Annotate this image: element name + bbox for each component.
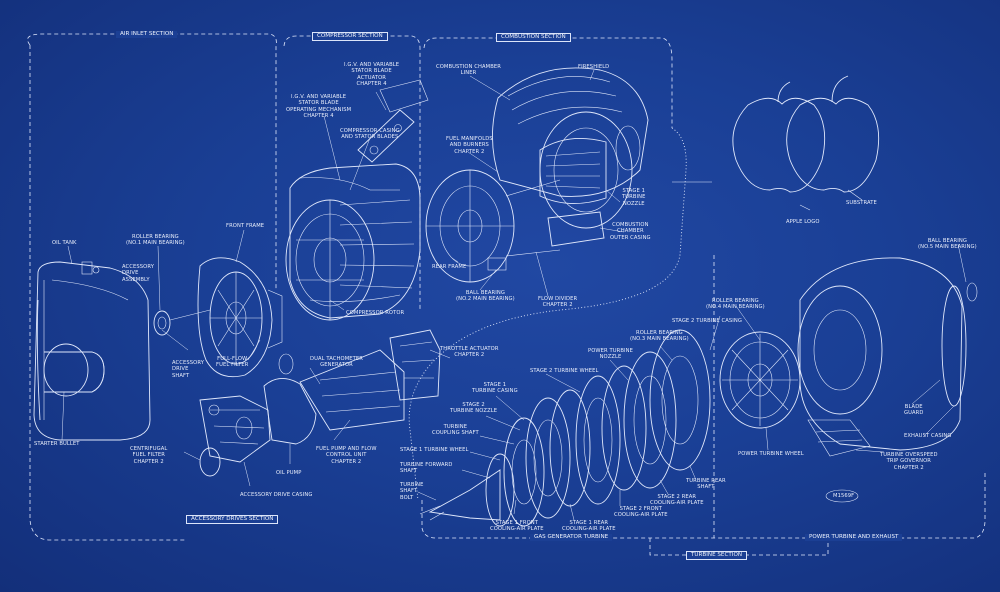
label-oil-tank: OIL TANK (52, 240, 77, 246)
compressor-drawing (285, 79, 429, 321)
section-accessory-drives: ACCESSORY DRIVES SECTION (186, 515, 279, 524)
label-oil-pump: OIL PUMP (276, 470, 302, 476)
label-stage1-nozzle: STAGE 1 TURBINE NOZZLE (622, 188, 646, 207)
section-air-inlet: AIR INLET SECTION (116, 31, 178, 38)
power-turbine-drawing (719, 257, 978, 457)
label-fuel-pump: FUEL PUMP AND FLOW CONTROL UNIT CHAPTER … (316, 446, 377, 465)
label-igv-mechanism: I.G.V. AND VARIABLE STATOR BLADE OPERATI… (286, 94, 352, 120)
label-turbine-forward-shaft: TURBINE FORWARD SHAFT (400, 462, 453, 475)
label-exhaust-casing: EXHAUST CASING (904, 433, 952, 439)
section-combustion: COMBUSTION SECTION (496, 33, 571, 42)
label-fuel-manifolds: FUEL MANIFOLDS AND BURNERS CHAPTER 2 (446, 136, 493, 155)
label-blade-guard: BLADE GUARD (904, 404, 924, 417)
label-full-flow-fuel-filter: FULL-FLOW FUEL FILTER (216, 356, 249, 369)
label-roller-bearing-4: ROLLER BEARING (No.4 MAIN BEARING) (706, 298, 765, 311)
label-rear-frame: REAR FRAME (432, 264, 467, 270)
apple-logo-drawing (732, 75, 880, 211)
front-frame-drawing (153, 257, 283, 378)
label-combustion-outer-casing: COMBUSTION CHAMBER OUTER CASING (610, 222, 651, 241)
drawing-number-oval (825, 489, 859, 503)
accessory-drives-drawing (199, 329, 441, 477)
label-compressor-rotor: COMPRESSOR ROTOR (346, 310, 405, 316)
label-accessory-drive-shaft: ACCESSORY DRIVE SHAFT (172, 360, 204, 379)
label-flow-divider: FLOW DIVIDER CHAPTER 2 (538, 296, 578, 309)
label-stage1-front-cooling-plate: STAGE 1 FRONT COOLING-AIR PLATE (490, 520, 544, 533)
label-power-turbine-nozzle: POWER TURBINE NOZZLE (588, 348, 633, 361)
label-stage2-front-cooling-plate: STAGE 2 FRONT COOLING-AIR PLATE (614, 506, 668, 519)
label-turbine-coupling-shaft: TURBINE COUPLING SHAFT (432, 424, 479, 437)
label-substrate: SUBSTRATE (846, 200, 877, 206)
section-turbine: TURBINE SECTION (686, 551, 748, 560)
section-compressor: COMPRESSOR SECTION (312, 32, 388, 41)
label-dual-tachometer: DUAL TACHOMETER GENERATOR (310, 356, 364, 369)
label-stage2-turbine-casing: STAGE 2 TURBINE CASING (672, 318, 742, 324)
label-drawing-number: M1569F (833, 493, 855, 499)
label-compressor-casing: COMPRESSOR CASING AND STATOR BLADES (340, 128, 400, 141)
label-accessory-drive-casing: ACCESSORY DRIVE CASING (240, 492, 313, 498)
label-stage1-rear-cooling-plate: STAGE 1 REAR COOLING-AIR PLATE (562, 520, 616, 533)
label-throttle-actuator: THROTTLE ACTUATOR CHAPTER 2 (440, 346, 499, 359)
label-igv-actuator: I.G.V. AND VARIABLE STATOR BLADE ACTUATO… (344, 62, 400, 88)
label-accessory-drive-assembly: ACCESSORY DRIVE ASSEMBLY (122, 264, 154, 283)
oil-tank-drawing (33, 261, 151, 441)
label-turbine-rear-shaft: TURBINE REAR SHAFT (686, 478, 726, 491)
label-combustion-liner: COMBUSTION CHAMBER LINER (436, 64, 501, 77)
leader-lines (61, 69, 967, 521)
section-power-turbine-exhaust: POWER TURBINE AND EXHAUST (805, 534, 903, 541)
section-gas-generator-turbine: GAS GENERATOR TURBINE (530, 534, 613, 541)
label-starter-bullet: STARTER BULLET (34, 441, 80, 447)
label-overspeed-governor: TURBINE OVERSPEED TRIP GOVERNOR CHAPTER … (880, 452, 938, 471)
label-roller-bearing-1: ROLLER BEARING (No.1 MAIN BEARING) (126, 234, 185, 247)
label-fireshield: FIRESHIELD (578, 64, 610, 70)
label-stage2-turbine-wheel: STAGE 2 TURBINE WHEEL (530, 368, 599, 374)
gas-generator-turbine-drawing (419, 329, 711, 527)
combustion-drawing (425, 67, 649, 283)
label-front-frame: FRONT FRAME (226, 223, 265, 229)
label-ball-bearing-5: BALL BEARING (No.5 MAIN BEARING) (918, 238, 977, 251)
label-roller-bearing-3: ROLLER BEARING (No.3 MAIN BEARING) (630, 330, 689, 343)
label-stage1-turbine-casing: STAGE 1 TURBINE CASING (472, 382, 518, 395)
label-turbine-shaft-bolt: TURBINE SHAFT BOLT (400, 482, 424, 501)
label-apple-logo: APPLE LOGO (786, 219, 820, 225)
label-stage2-turbine-nozzle: STAGE 2 TURBINE NOZZLE (450, 402, 498, 415)
label-stage2-rear-cooling-plate: STAGE 2 REAR COOLING-AIR PLATE (650, 494, 704, 507)
label-power-turbine-wheel: POWER TURBINE WHEEL (738, 451, 804, 457)
label-stage1-turbine-wheel: STAGE 1 TURBINE WHEEL (400, 447, 469, 453)
label-centrifugal-fuel-filter: CENTRIFUGAL FUEL FILTER CHAPTER 2 (130, 446, 168, 465)
label-ball-bearing-2: BALL BEARING (No.2 MAIN BEARING) (456, 290, 515, 303)
